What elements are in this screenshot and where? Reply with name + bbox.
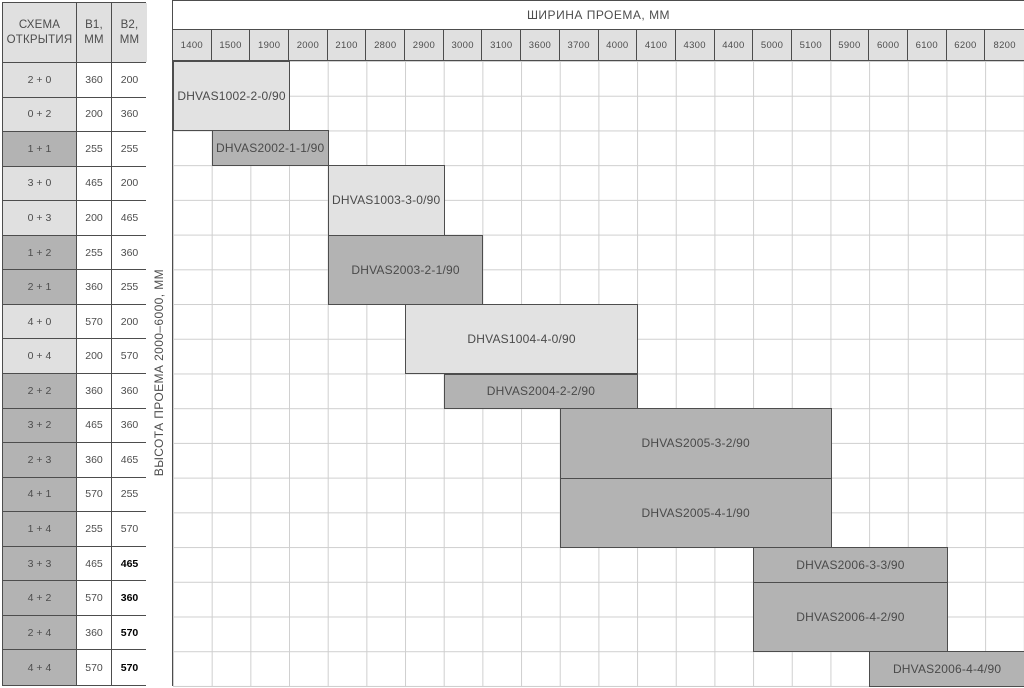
scheme-cell: 3 + 3 bbox=[3, 546, 77, 582]
product-block: DHVAS2004-2-2/90 bbox=[443, 373, 639, 410]
b2-cell: 255 bbox=[112, 270, 147, 305]
y-axis-label-strip: ВЫСОТА ПРОЕМА 2000–6000, ММ bbox=[146, 62, 172, 684]
x-tick: 1900 bbox=[250, 30, 290, 60]
product-block: DHVAS2005-3-2/90 bbox=[559, 408, 832, 479]
b1-cell: 255 bbox=[77, 132, 112, 167]
x-tick: 2900 bbox=[405, 30, 444, 60]
x-axis-title: ШИРИНА ПРОЕМА, ММ bbox=[526, 8, 671, 22]
b1-cell: 570 bbox=[77, 304, 112, 340]
scheme-cell: 4 + 0 bbox=[3, 304, 77, 340]
b2-cell: 360 bbox=[112, 581, 147, 616]
x-tick: 6200 bbox=[946, 30, 986, 60]
product-block: DHVAS1004-4-0/90 bbox=[405, 304, 639, 375]
b1-cell: 570 bbox=[77, 581, 112, 616]
scheme-cell: 3 + 2 bbox=[3, 408, 77, 444]
product-block: DHVAS2005-4-1/90 bbox=[559, 477, 832, 549]
b2-cell: 570 bbox=[112, 339, 147, 374]
x-tick: 2100 bbox=[327, 30, 367, 60]
scheme-cell: 2 + 4 bbox=[3, 615, 77, 651]
x-tick: 6100 bbox=[907, 30, 947, 60]
x-tick: 2800 bbox=[366, 30, 406, 60]
scheme-cell: 1 + 2 bbox=[3, 235, 77, 271]
x-tick: 3700 bbox=[559, 30, 599, 60]
b1-cell: 255 bbox=[77, 512, 112, 547]
b1-cell: 360 bbox=[77, 443, 112, 478]
b2-cell: 255 bbox=[112, 132, 147, 167]
b1-cell: 360 bbox=[77, 374, 112, 409]
x-tick: 2000 bbox=[289, 30, 328, 60]
b2-cell: 255 bbox=[112, 477, 147, 513]
x-tick: 4300 bbox=[675, 30, 715, 60]
b2-cell: 465 bbox=[112, 546, 147, 582]
b1-column-header: В1, ММ bbox=[77, 3, 112, 63]
b2-cell: 200 bbox=[112, 166, 147, 202]
b2-cell: 465 bbox=[112, 201, 147, 236]
x-tick: 1500 bbox=[211, 30, 251, 60]
b2-cell: 360 bbox=[112, 374, 147, 409]
b1-cell: 200 bbox=[77, 339, 112, 374]
product-block: DHVAS2006-4-2/90 bbox=[753, 581, 948, 653]
b2-cell: 570 bbox=[112, 615, 147, 651]
x-tick: 5000 bbox=[753, 30, 792, 60]
x-tick: 5900 bbox=[830, 30, 870, 60]
product-block: DHVAS2006-3-3/90 bbox=[753, 547, 948, 583]
scheme-cell: 4 + 1 bbox=[3, 477, 77, 513]
scheme-cell: 0 + 3 bbox=[3, 201, 77, 236]
b1-cell: 360 bbox=[77, 615, 112, 651]
b2-cell: 360 bbox=[112, 97, 147, 133]
scheme-cell: 2 + 0 bbox=[3, 63, 77, 98]
x-tick: 1400 bbox=[173, 30, 212, 60]
b2-cell: 465 bbox=[112, 443, 147, 478]
scheme-cell: 4 + 4 bbox=[3, 650, 77, 685]
scheme-cell: 2 + 3 bbox=[3, 443, 77, 478]
b1-cell: 465 bbox=[77, 546, 112, 582]
scheme-cell: 0 + 4 bbox=[3, 339, 77, 374]
product-block: DHVAS1002-2-0/90 bbox=[173, 61, 291, 132]
x-tick: 6000 bbox=[869, 30, 908, 60]
scheme-column-header: СХЕМА ОТКРЫТИЯ bbox=[3, 3, 77, 63]
x-tick: 3600 bbox=[521, 30, 560, 60]
scheme-cell: 1 + 1 bbox=[3, 132, 77, 167]
b1-cell: 570 bbox=[77, 477, 112, 513]
b2-cell: 200 bbox=[112, 304, 147, 340]
b1-cell: 255 bbox=[77, 235, 112, 271]
b1-cell: 570 bbox=[77, 650, 112, 685]
b1-cell: 200 bbox=[77, 201, 112, 236]
x-tick: 3100 bbox=[482, 30, 522, 60]
x-tick: 4100 bbox=[637, 30, 676, 60]
b2-cell: 360 bbox=[112, 408, 147, 444]
b1-cell: 200 bbox=[77, 97, 112, 133]
b1-cell: 465 bbox=[77, 408, 112, 444]
product-block: DHVAS2002-1-1/90 bbox=[211, 130, 329, 167]
b2-cell: 200 bbox=[112, 63, 147, 98]
product-block: DHVAS2006-4-4/90 bbox=[869, 651, 1024, 687]
b2-cell: 360 bbox=[112, 235, 147, 271]
b2-column-header: В2, ММ bbox=[112, 3, 147, 63]
scheme-cell: 2 + 1 bbox=[3, 270, 77, 305]
b1-cell: 465 bbox=[77, 166, 112, 202]
y-axis-label: ВЫСОТА ПРОЕМА 2000–6000, ММ bbox=[152, 269, 166, 477]
x-tick: 8200 bbox=[985, 30, 1024, 60]
scheme-cell: 0 + 2 bbox=[3, 97, 77, 133]
x-tick: 4000 bbox=[598, 30, 638, 60]
b2-cell: 570 bbox=[112, 512, 147, 547]
scheme-cell: 2 + 2 bbox=[3, 374, 77, 409]
scheme-cell: 4 + 2 bbox=[3, 581, 77, 616]
b1-cell: 360 bbox=[77, 63, 112, 98]
b2-cell: 570 bbox=[112, 650, 147, 685]
scheme-cell: 3 + 0 bbox=[3, 166, 77, 202]
b1-cell: 360 bbox=[77, 270, 112, 305]
x-tick: 5100 bbox=[791, 30, 831, 60]
x-tick: 4400 bbox=[714, 30, 754, 60]
x-tick: 3000 bbox=[443, 30, 483, 60]
product-block: DHVAS2003-2-1/90 bbox=[327, 234, 484, 306]
scheme-cell: 1 + 4 bbox=[3, 512, 77, 547]
product-block: DHVAS1003-3-0/90 bbox=[327, 165, 445, 236]
